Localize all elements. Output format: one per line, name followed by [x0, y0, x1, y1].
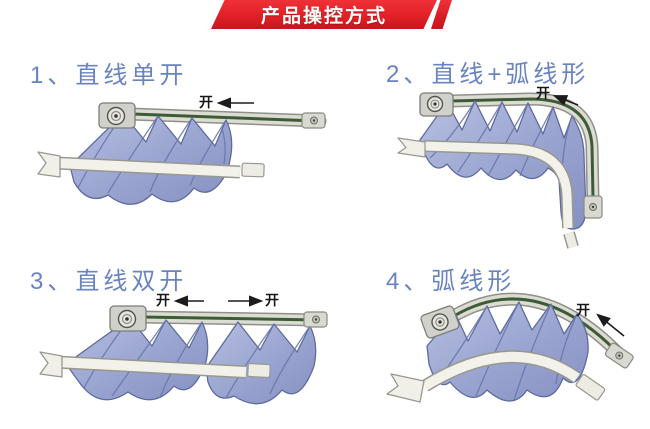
open-arrow-2 — [552, 95, 579, 106]
diagram-3 — [39, 295, 328, 405]
diagram-1 — [37, 97, 327, 205]
open-arrow-4 — [596, 313, 625, 337]
curtain-fabric-3-right — [205, 321, 317, 405]
motor-icon-4 — [420, 305, 460, 339]
curtain-rod-2 — [397, 137, 579, 249]
fabric-folds-1 — [77, 113, 227, 194]
diagram-2 — [397, 92, 603, 249]
curtain-rod-4 — [386, 350, 606, 403]
curtain-track-1 — [123, 107, 327, 128]
open-label-3-right: 开 — [265, 292, 279, 308]
curtain-rod-3 — [39, 351, 271, 379]
curtain-track-2 — [443, 92, 600, 207]
motor-icon-1 — [98, 102, 136, 129]
curtain-rod-1 — [37, 151, 265, 179]
banner-title: 产品操控方式 — [260, 6, 387, 27]
track-end-cap-4 — [604, 342, 634, 369]
track-end-cap-2 — [583, 195, 603, 219]
track-end-cap-3 — [303, 311, 328, 328]
section-1-title: 1、直线单开 — [30, 62, 188, 89]
open-label-1: 开 — [199, 94, 213, 110]
motor-icon-2 — [419, 92, 454, 117]
section-3-title: 3、直线双开 — [30, 268, 188, 295]
track-end-cap-1 — [301, 112, 326, 129]
banner-ribbon: 产品操控方式 — [211, 0, 437, 29]
motor-icon-3 — [109, 305, 147, 332]
section-2-title: 2、直线+弧线形 — [386, 61, 590, 88]
open-label-3-left: 开 — [156, 292, 170, 308]
curtain-track-3 — [133, 310, 327, 327]
curtain-fabric-1 — [69, 113, 233, 205]
open-label-4: 开 — [576, 302, 590, 318]
fabric-folds-3-right — [225, 323, 311, 399]
open-label-2: 开 — [536, 85, 550, 101]
diagram-4 — [386, 292, 634, 403]
section-4-title: 4、弧线形 — [386, 268, 516, 295]
curtain-track-4 — [445, 292, 629, 364]
